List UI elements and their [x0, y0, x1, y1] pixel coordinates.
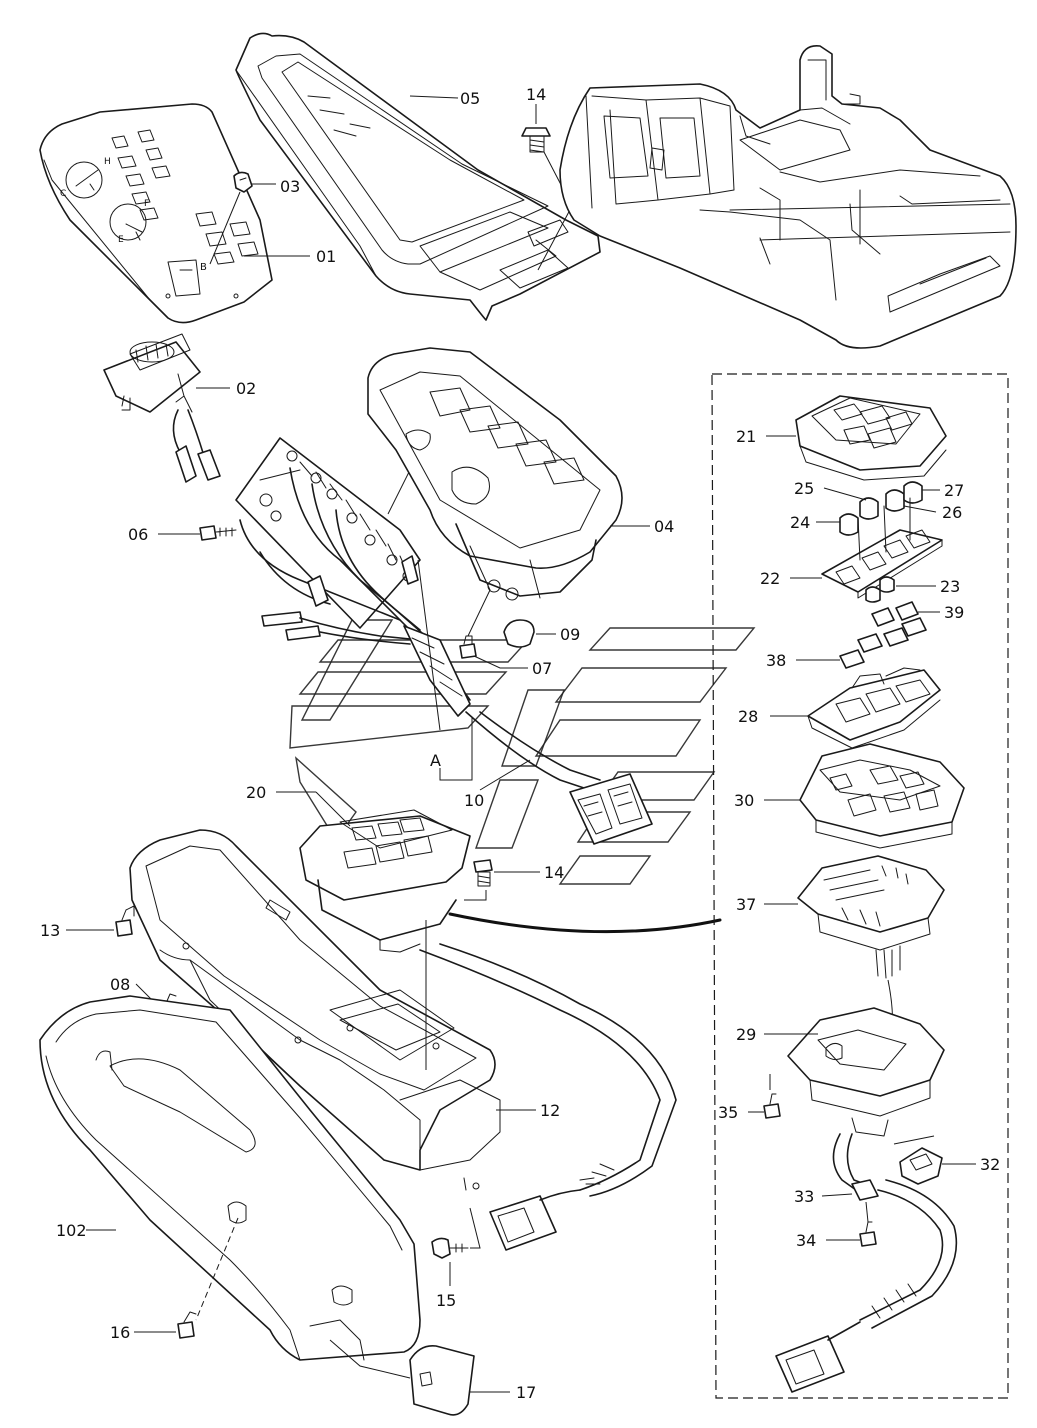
part-01-monitor-panel: C H E F B 01	[39, 103, 336, 324]
part-102-bolt: 15	[431, 1207, 481, 1310]
wiring-harness: 06	[128, 437, 471, 731]
svg-text:E: E	[118, 235, 124, 245]
part-05-top-cover: 05	[235, 32, 601, 321]
callout-05: 05	[460, 89, 480, 108]
part-03-screw: 03	[209, 171, 300, 265]
excavator-illustration	[559, 44, 1017, 349]
callout-35: 35	[718, 1103, 738, 1122]
callout-04: 04	[654, 517, 674, 536]
callout-38: 38	[766, 651, 786, 670]
callout-12: 12	[540, 1101, 560, 1120]
part-23: 23	[865, 576, 960, 603]
part-22-switch-board: 22	[760, 497, 943, 599]
svg-text:C: C	[60, 189, 66, 199]
callout-24: 24	[790, 513, 810, 532]
callout-09: 09	[560, 625, 580, 644]
callout-39: 39	[944, 603, 964, 622]
callout-37: 37	[736, 895, 756, 914]
callout-17: 17	[516, 1383, 536, 1402]
svg-text:H: H	[104, 157, 111, 167]
part-14-bolt-top: 14	[521, 85, 573, 271]
callout-29: 29	[736, 1025, 756, 1044]
callout-02: 02	[236, 379, 256, 398]
part-21-switch-cover: 21	[736, 395, 947, 481]
part-15-side-cover: 102	[39, 995, 421, 1361]
callout-14-top: 14	[526, 85, 546, 104]
part-04-housing: 04	[367, 347, 674, 601]
part-28-plate: 28	[738, 667, 941, 749]
callout-A: A	[430, 751, 441, 770]
part-35-screw: 35	[718, 1093, 781, 1122]
part-33-34-harness: 33 34	[775, 1133, 958, 1393]
callout-22: 22	[760, 569, 780, 588]
callout-102: 15	[436, 1291, 456, 1310]
callout-06: 06	[128, 525, 148, 544]
callout-07: 07	[532, 659, 552, 678]
part-30-switch-body: 30	[734, 743, 965, 849]
part-14-bolt-lower: 14	[464, 859, 564, 901]
callout-13: 13	[40, 921, 60, 940]
callout-32: 32	[980, 1155, 1000, 1174]
part-37-board: 37	[736, 855, 945, 1061]
callout-10: 10	[464, 791, 484, 810]
part-07-screw: 07	[459, 589, 552, 678]
callout-23: 23	[940, 577, 960, 596]
part-32-clip: 32	[893, 1135, 1000, 1185]
callout-08: 08	[110, 975, 130, 994]
callout-16: 16	[110, 1323, 130, 1342]
part-09-plug: 09	[503, 619, 580, 648]
part-10-cable: A 10	[430, 711, 653, 845]
callout-33: 33	[794, 1187, 814, 1206]
part-17-cap: 17	[329, 1339, 536, 1416]
callout-21: 21	[736, 427, 756, 446]
callout-26: 26	[942, 503, 962, 522]
part-20-switch-box: 20	[246, 783, 471, 953]
long-cable	[419, 912, 722, 1251]
callout-30: 30	[734, 791, 754, 810]
svg-text:B: B	[200, 262, 207, 273]
part-39-38-pads: 39 38	[766, 601, 964, 670]
part-02-switch: 02	[103, 333, 256, 483]
callout-03: 03	[280, 177, 300, 196]
callout-14-lower: 14	[544, 863, 564, 882]
svg-text:F: F	[144, 199, 149, 209]
callout-20: 20	[246, 783, 266, 802]
callout-25: 25	[794, 479, 814, 498]
part-12-console-frame: 12	[129, 829, 560, 1191]
part-16-screw: 16	[110, 1311, 197, 1342]
callout-34: 34	[796, 1231, 816, 1250]
detail-box	[711, 373, 1009, 1399]
callout-01: 01	[316, 247, 336, 266]
callout-28: 28	[738, 707, 758, 726]
part-29-base: 29	[736, 1007, 945, 1137]
part-13-bolt: 13	[40, 905, 135, 940]
callout-27: 27	[944, 481, 964, 500]
callout-15: 102	[56, 1221, 87, 1240]
knobs-24-25-26-27: 25 27 24 26	[790, 479, 964, 536]
